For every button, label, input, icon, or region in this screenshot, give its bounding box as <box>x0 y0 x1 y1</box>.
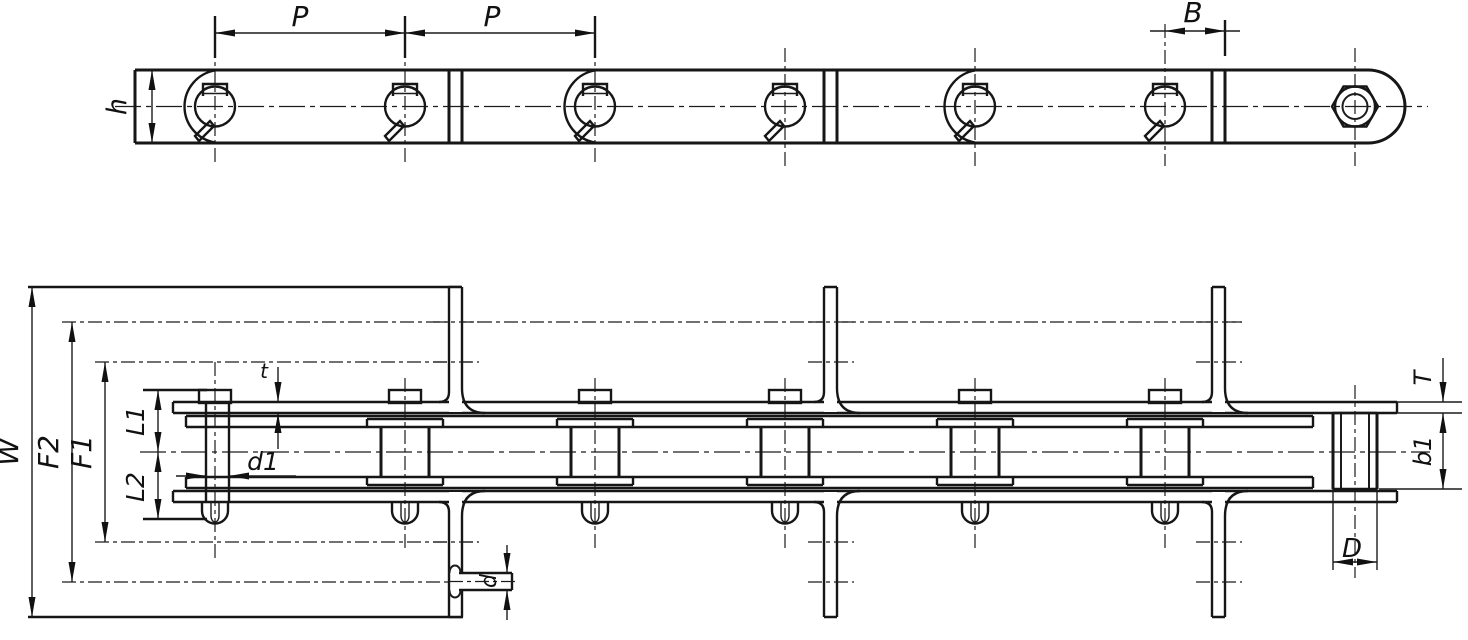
dim-T-b1: T b1 <box>1379 358 1462 490</box>
dim-label-P-2: P <box>484 0 501 33</box>
dim-label-d1: d1 <box>247 447 279 476</box>
plate-junctions <box>447 70 1227 143</box>
dim-label-D: D <box>1342 534 1362 564</box>
dim-label-F2: F2 <box>32 435 65 469</box>
chain-strip <box>133 68 1407 145</box>
side-view: P P B h <box>102 0 1428 168</box>
dim-label-F1: F1 <box>65 435 98 469</box>
end-roller <box>1331 411 1379 491</box>
link-plates <box>171 400 1399 504</box>
plan-view: W F2 F1 L1 L2 t d1 d D <box>0 27 1462 620</box>
dim-W: W <box>0 287 33 617</box>
dim-label-b1: b1 <box>1409 436 1437 467</box>
dim-F1: F1 <box>65 362 106 542</box>
dim-h: h <box>102 70 153 143</box>
dim-label-t: t <box>260 359 269 383</box>
dimension-arrowheads <box>28 27 1447 617</box>
plan-pin-centerlines <box>214 362 1356 578</box>
dim-label-L2: L2 <box>121 472 150 502</box>
pin-heads-cotters <box>197 388 1183 525</box>
attachment-legs <box>433 285 1249 619</box>
dim-F2: F2 <box>32 322 73 582</box>
dim-P: P P <box>213 0 597 58</box>
dim-label-h: h <box>102 98 133 115</box>
dim-label-T: T <box>1409 368 1437 385</box>
dim-L1-L2: L1 L2 <box>121 390 159 519</box>
dim-B: B <box>1150 0 1240 56</box>
pin-centerlines <box>214 24 1356 168</box>
hex-end-pin <box>1330 85 1380 128</box>
attachment-hole-pin <box>448 564 516 599</box>
right-rounded-end <box>1367 68 1407 145</box>
dim-t: t <box>260 359 279 449</box>
dim-d1: d1 <box>176 447 296 477</box>
dim-label-L1: L1 <box>121 406 150 436</box>
dim-label-P-1: P <box>292 0 309 33</box>
dim-label-B: B <box>1183 0 1202 29</box>
end-pin-shaft <box>204 402 231 502</box>
rollers <box>365 417 1205 487</box>
dim-label-d: d <box>477 573 502 588</box>
dim-label-W: W <box>0 437 25 466</box>
pins-with-cotter <box>193 82 1187 143</box>
